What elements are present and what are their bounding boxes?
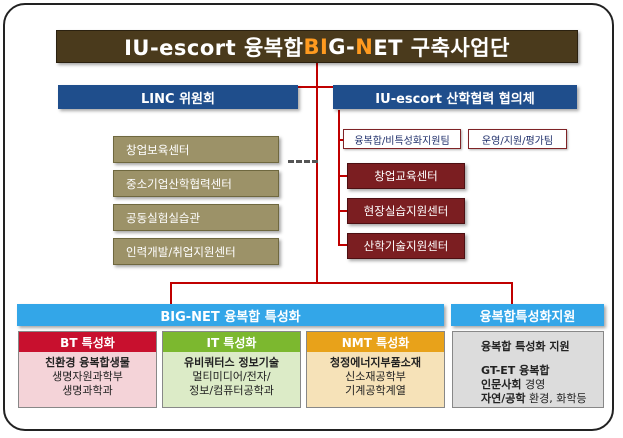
connector-right-tick4 — [338, 244, 347, 246]
bt-line-2: 생명자원과학부 — [52, 370, 123, 383]
bt-column-text: 친환경 융복합생물 생명자원과학부 생명과학과 — [19, 352, 156, 398]
title-text-2: G- — [328, 34, 356, 59]
nmt-line-3: 기계공학계열 — [345, 384, 406, 397]
support-line-3: 인문사회 경영 — [481, 378, 545, 392]
connector-trunk — [316, 63, 318, 284]
it-line-1: 유비쿼터스 정보기술 — [184, 356, 279, 369]
connector-top-branch-right — [316, 86, 333, 88]
center-box-4: 인력개발/취업지원센터 — [113, 238, 279, 265]
bt-line-3: 생명과학과 — [62, 384, 113, 397]
team-box-2: 운영/지원/평가팀 — [468, 129, 567, 149]
center-box-3: 공동실험실습관 — [113, 204, 279, 231]
right-center-box-2: 현장실습지원센터 — [347, 198, 465, 224]
support-line-4-bold: 자연/공학 — [481, 392, 526, 405]
title-text-1: IU-escort 융복합 — [124, 35, 304, 60]
support-line-4: 자연/공학 환경, 화학등 — [481, 392, 587, 406]
title-text-3: ET 구축사업단 — [373, 35, 510, 60]
connector-bottom-branch — [170, 282, 513, 284]
support-line-1: 융복합 특성화 지원 — [481, 340, 570, 353]
bt-line-1: 친환경 융복합생물 — [45, 356, 130, 369]
connector-right-tick3 — [338, 210, 347, 212]
support-box: 융복합 특성화 지원 GT-ET 융복합 인문사회 경영 자연/공학 환경, 화… — [452, 331, 604, 408]
connector-dashed — [288, 160, 318, 163]
nmt-line-1: 청정에너지부품소재 — [329, 356, 422, 369]
connector-right-stem — [338, 110, 340, 245]
title-accent-2: N — [355, 34, 374, 59]
connector-right-tick2 — [338, 175, 347, 177]
center-box-1: 창업보육센터 — [113, 136, 279, 163]
right-center-box-1: 창업교육센터 — [347, 163, 465, 189]
it-column: IT 특성화 유비쿼터스 정보기술 멀티미디어/전자/ 정보/컴퓨터공학과 — [162, 331, 301, 408]
it-column-head: IT 특성화 — [163, 332, 300, 352]
it-column-text: 유비쿼터스 정보기술 멀티미디어/전자/ 정보/컴퓨터공학과 — [163, 352, 300, 398]
support-bar: 융복합특성화지원 — [451, 304, 604, 326]
support-line-2: GT-ET 융복합 — [481, 364, 550, 377]
team-box-1: 융복합/비특성화지원팀 — [343, 129, 461, 149]
nmt-line-2: 신소재공학부 — [345, 370, 406, 383]
it-line-2: 멀티미디어/전자/ — [192, 370, 271, 383]
title-accent-1: BI — [303, 34, 329, 59]
nmt-column-head: NMT 특성화 — [307, 332, 444, 352]
support-line-3-rest: 경영 — [521, 378, 546, 391]
it-line-3: 정보/컴퓨터공학과 — [189, 384, 274, 397]
connector-right-tick1 — [338, 139, 347, 141]
bt-column: BT 특성화 친환경 융복합생물 생명자원과학부 생명과학과 — [18, 331, 157, 408]
council-box: IU-escort 산학협력 협의체 — [333, 85, 577, 109]
bt-column-head: BT 특성화 — [19, 332, 156, 352]
support-line-3-bold: 인문사회 — [481, 378, 522, 391]
center-box-2: 중소기업산학협력센터 — [113, 170, 279, 197]
bignet-bar: BIG-NET 융복합 특성화 — [17, 304, 444, 326]
right-center-box-3: 산학기술지원센터 — [347, 233, 465, 259]
support-line-4-rest: 환경, 화학등 — [525, 392, 587, 405]
nmt-column: NMT 특성화 청정에너지부품소재 신소재공학부 기계공학계열 — [306, 331, 445, 408]
nmt-column-text: 청정에너지부품소재 신소재공학부 기계공학계열 — [307, 352, 444, 398]
connector-bottom-right — [511, 282, 513, 304]
connector-bottom-left — [170, 282, 172, 304]
linc-committee-box: LINC 위원회 — [58, 85, 298, 109]
